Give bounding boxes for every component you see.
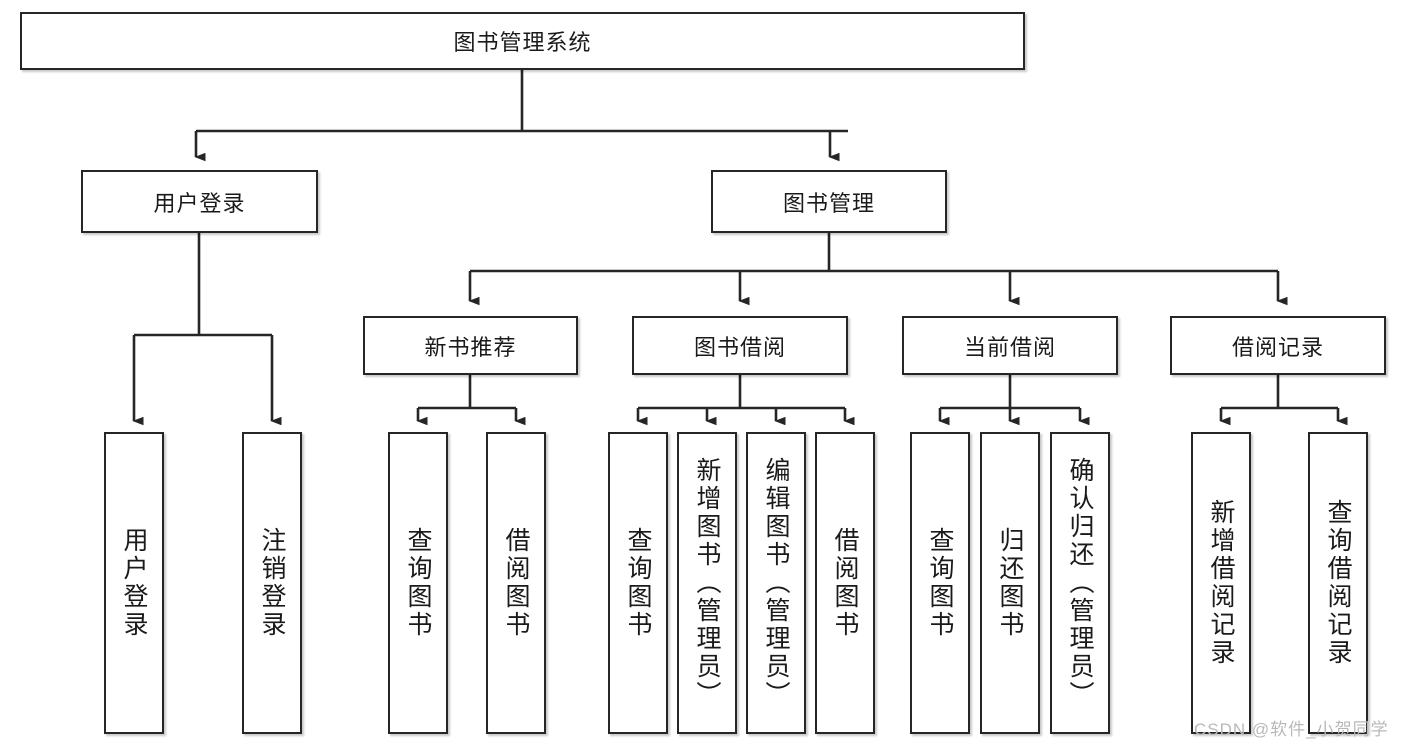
leaf-query-book-3-label: 查询图书 <box>926 527 954 639</box>
node-root[interactable]: 图书管理系统 <box>20 12 1025 70</box>
leaf-query-book-1-label: 查询图书 <box>404 527 432 639</box>
leaf-logout-label: 注销登录 <box>258 527 286 639</box>
leaf-query-book-3[interactable]: 查询图书 <box>910 432 970 734</box>
leaf-confirm-return-admin[interactable]: 确认归还（管理员） <box>1050 432 1110 734</box>
node-book-manage-label: 图书管理 <box>782 190 875 216</box>
leaf-return-book[interactable]: 归还图书 <box>980 432 1040 734</box>
leaf-borrow-book-2-label: 借阅图书 <box>831 527 859 639</box>
leaf-query-book-2-label: 查询图书 <box>624 527 652 639</box>
leaf-add-book-admin[interactable]: 新增图书（管理员） <box>677 432 737 734</box>
node-borrow-record[interactable]: 借阅记录 <box>1170 316 1386 375</box>
leaf-query-book-2[interactable]: 查询图书 <box>608 432 668 734</box>
leaf-borrow-book-2[interactable]: 借阅图书 <box>815 432 875 734</box>
leaf-query-book-1[interactable]: 查询图书 <box>388 432 448 734</box>
node-book-manage[interactable]: 图书管理 <box>711 170 947 233</box>
node-new-book-recommend-label: 新书推荐 <box>424 334 517 360</box>
node-book-borrow-label: 图书借阅 <box>693 334 786 360</box>
node-user-login[interactable]: 用户登录 <box>81 170 318 233</box>
leaf-return-book-label: 归还图书 <box>996 527 1024 639</box>
leaf-add-book-admin-label: 新增图书（管理员） <box>693 457 721 709</box>
node-borrow-record-label: 借阅记录 <box>1231 334 1324 360</box>
leaf-borrow-book-1-label: 借阅图书 <box>502 527 530 639</box>
leaf-query-borrow-record-label: 查询借阅记录 <box>1324 499 1352 667</box>
leaf-confirm-return-admin-label: 确认归还（管理员） <box>1066 457 1094 709</box>
leaf-add-borrow-record[interactable]: 新增借阅记录 <box>1191 432 1251 734</box>
leaf-edit-book-admin-label: 编辑图书（管理员） <box>762 457 790 709</box>
leaf-edit-book-admin[interactable]: 编辑图书（管理员） <box>746 432 806 734</box>
leaf-borrow-book-1[interactable]: 借阅图书 <box>486 432 546 734</box>
leaf-query-borrow-record[interactable]: 查询借阅记录 <box>1308 432 1368 734</box>
leaf-logout[interactable]: 注销登录 <box>242 432 302 734</box>
node-user-login-label: 用户登录 <box>153 190 246 216</box>
node-new-book-recommend[interactable]: 新书推荐 <box>363 316 578 375</box>
node-current-borrow-label: 当前借阅 <box>963 334 1056 360</box>
node-root-label: 图书管理系统 <box>453 30 592 55</box>
leaf-add-borrow-record-label: 新增借阅记录 <box>1207 499 1235 667</box>
leaf-user-login-label: 用户登录 <box>120 527 148 639</box>
node-current-borrow[interactable]: 当前借阅 <box>902 316 1118 375</box>
watermark: CSDN @软件_小贺同学 <box>1194 720 1389 739</box>
leaf-user-login[interactable]: 用户登录 <box>104 432 164 734</box>
node-book-borrow[interactable]: 图书借阅 <box>632 316 848 375</box>
